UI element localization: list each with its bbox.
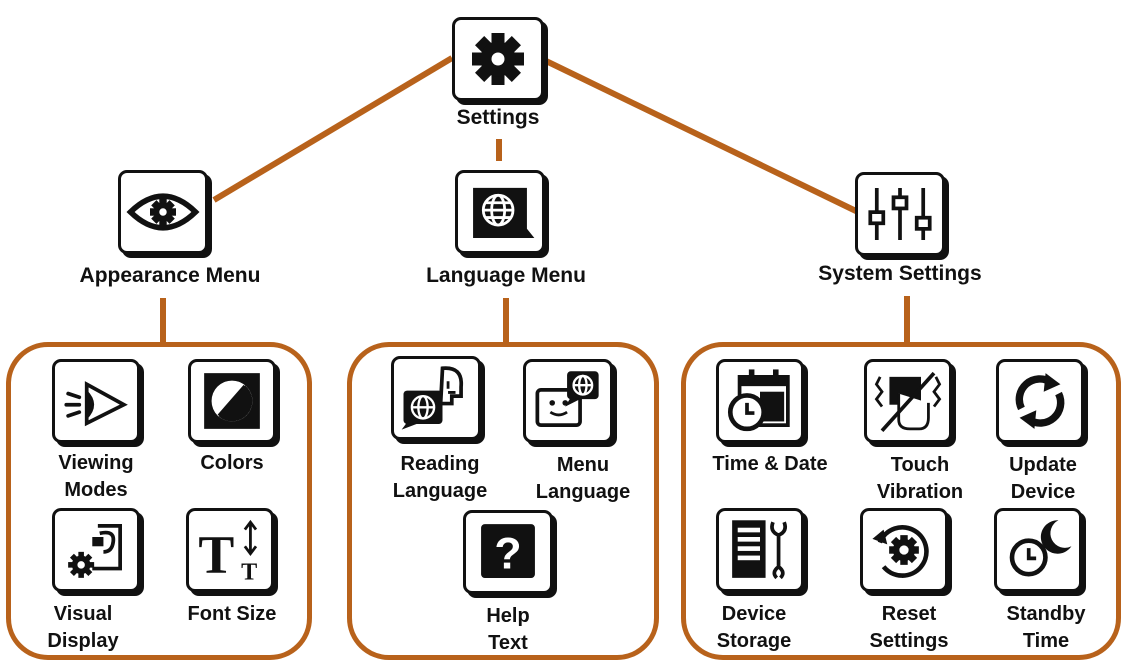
reading-language-icon: [401, 366, 464, 430]
help-question-icon: ?: [481, 524, 535, 579]
time-date-label: Time & Date: [712, 453, 828, 475]
update-device-tile[interactable]: [996, 359, 1084, 443]
help-text-tile[interactable]: ?: [463, 510, 553, 594]
visual-display-tile[interactable]: [52, 508, 140, 592]
sliders-icon: [868, 188, 932, 240]
device-storage-tile[interactable]: [716, 508, 804, 592]
viewing-modes-tile[interactable]: [52, 359, 140, 443]
globe-speech-icon: [473, 187, 535, 238]
gear-icon: [472, 33, 524, 85]
appearance-items-group: [6, 342, 312, 660]
reading-language-tile[interactable]: [391, 356, 481, 440]
menu-language-icon: [535, 371, 599, 427]
settings-label: Settings: [456, 106, 540, 129]
reset-gear-icon: [872, 525, 929, 578]
visual-display-icon: [68, 524, 122, 578]
font-size-label: Font Size: [187, 603, 277, 625]
language-menu-label: Language Menu: [426, 264, 586, 287]
menu-language-tile[interactable]: [523, 359, 613, 443]
svg-text:T: T: [198, 524, 234, 584]
calendar-clock-icon: [727, 369, 790, 432]
colors-label: Colors: [200, 452, 264, 474]
viewing-modes-icon: [64, 381, 128, 427]
standby-time-tile[interactable]: [994, 508, 1082, 592]
standby-moon-icon: [1009, 520, 1072, 577]
colors-icon: [204, 373, 260, 429]
time-date-tile[interactable]: [716, 359, 804, 443]
system-settings-label: System Settings: [818, 262, 982, 285]
appearance-menu-label: Appearance Menu: [79, 264, 261, 287]
storage-wrench-icon: [732, 520, 788, 580]
system-settings-node[interactable]: [855, 172, 945, 256]
font-size-tile[interactable]: T T: [186, 508, 274, 592]
svg-text:T: T: [241, 559, 257, 586]
touch-vibration-tile[interactable]: [864, 359, 952, 443]
language-menu-node[interactable]: [455, 170, 545, 254]
svg-text:?: ?: [494, 530, 521, 579]
touch-vibration-icon: [874, 371, 942, 432]
system-items-group: [681, 342, 1121, 660]
appearance-menu-node[interactable]: [118, 170, 208, 254]
eye-gear-icon: [126, 193, 200, 231]
colors-tile[interactable]: [188, 359, 276, 443]
reset-settings-tile[interactable]: [860, 508, 948, 592]
update-arrows-icon: [1015, 373, 1065, 429]
font-size-icon: T T: [198, 519, 257, 586]
language-items-group: [347, 342, 659, 660]
settings-node[interactable]: [452, 17, 544, 101]
